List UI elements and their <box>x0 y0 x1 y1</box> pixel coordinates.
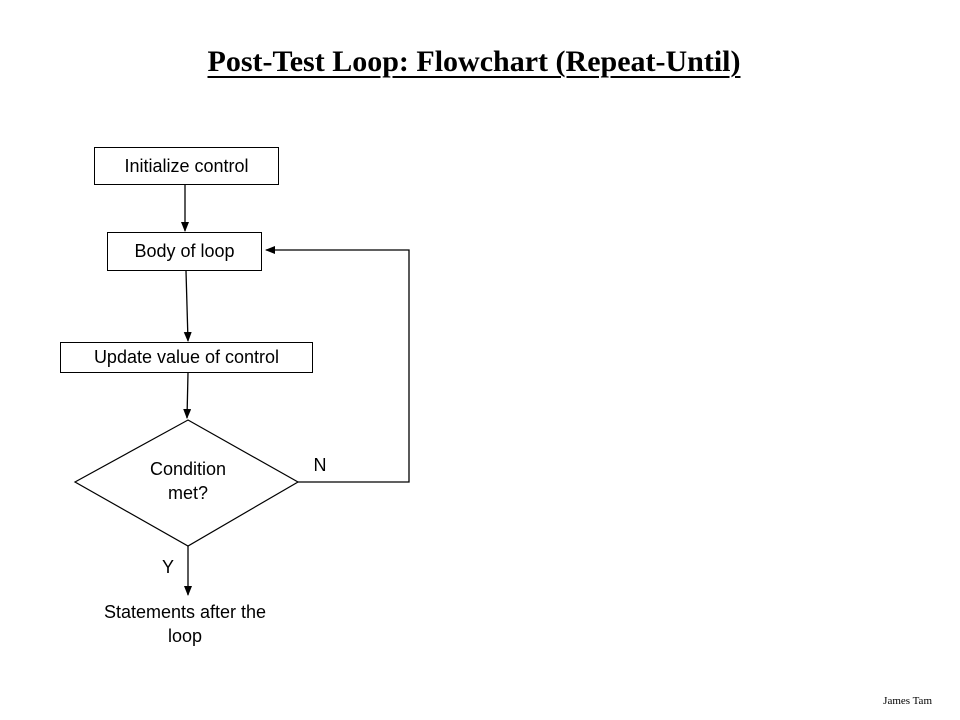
body-of-loop-label: Body of loop <box>134 241 235 261</box>
no-branch-label: N <box>313 455 327 475</box>
statements-after-loop-label: Statements after the loop <box>60 600 310 648</box>
initialize-control-label: Initialize control <box>124 155 249 176</box>
arrow-update-to-condition <box>183 372 192 419</box>
condition-label: Condition met? <box>118 457 258 505</box>
author-footer: James Tam <box>883 695 932 707</box>
condition-label-line2: met? <box>167 483 209 503</box>
update-control-box: Update value of control <box>60 342 313 373</box>
slide-title: Post-Test Loop: Flowchart (Repeat-Until) <box>0 42 948 82</box>
condition-label-line1: Condition <box>149 459 227 479</box>
after-label-line2: loop <box>167 626 203 646</box>
initialize-control-box: Initialize control <box>94 147 279 185</box>
after-label-line1: Statements after the <box>103 602 267 622</box>
arrow-body-to-update <box>183 270 192 342</box>
arrow-no-loop-back <box>265 246 410 483</box>
body-of-loop-box: Body of loop <box>107 232 262 271</box>
yes-branch-label: Y <box>161 557 174 577</box>
slide-title-text: Post-Test Loop: Flowchart (Repeat-Until) <box>207 45 741 78</box>
update-control-label: Update value of control <box>93 347 280 367</box>
